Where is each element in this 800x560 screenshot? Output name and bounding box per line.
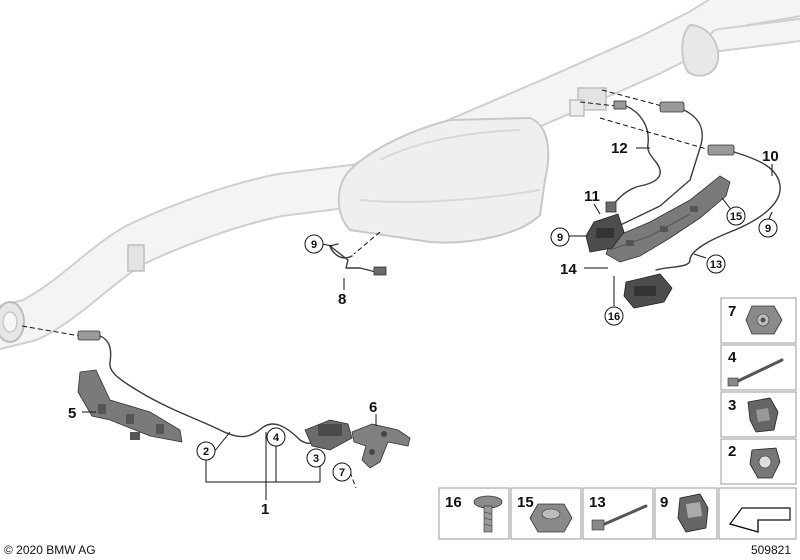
pipe-flange-left [0, 301, 25, 343]
nut-icon [745, 305, 783, 335]
callout-14: 14 [560, 261, 577, 278]
pipe-hanger [127, 87, 607, 272]
callout-2: 2 [203, 446, 209, 458]
callout-13: 13 [710, 259, 722, 271]
callout-4: 4 [273, 432, 280, 444]
callout-5: 5 [68, 405, 76, 422]
callout-7: 7 [339, 467, 345, 479]
side-panel-label-3: 3 [728, 397, 736, 414]
callout-15: 15 [730, 211, 742, 223]
callout-3: 3 [313, 453, 319, 465]
cable-tie-icon [727, 358, 784, 387]
catalytic-converter [337, 23, 720, 244]
sensor-harness-1 [21, 325, 353, 451]
flag-arrow-icon [728, 507, 791, 533]
sensor-harness-10 [599, 89, 781, 271]
callout-16: 16 [608, 311, 620, 323]
control-unit-16 [623, 273, 673, 309]
side-panel-label-2: 2 [728, 443, 736, 460]
collar-nut-icon [529, 503, 573, 533]
side-parts-panel: 7 4 3 2 [720, 297, 797, 485]
callouts: 5 1 6 8 12 10 11 14 2 4 3 7 9 9 15 9 13 … [68, 140, 779, 518]
copyright-text: © 2020 BMW AG [4, 543, 96, 557]
holder-icon [749, 447, 781, 479]
screw-icon [473, 495, 503, 533]
bottom-panel-label-16: 16 [445, 494, 462, 511]
callout-6: 6 [369, 399, 377, 416]
callout-9-left: 9 [557, 232, 563, 244]
clip-icon [747, 397, 779, 433]
side-panel-label-7: 7 [728, 303, 736, 320]
callout-10: 10 [762, 148, 779, 165]
sensor-harness-12 [579, 100, 661, 213]
wire-clip-icon [677, 493, 709, 533]
sensor-harness-8 [329, 231, 387, 276]
diagram-number: 509821 [751, 543, 791, 557]
bracket-6 [351, 423, 411, 469]
bottom-panel-label-15: 15 [517, 494, 534, 511]
bottom-panel-label-9: 9 [660, 494, 668, 511]
bottom-panel-label-13: 13 [589, 494, 606, 511]
bottom-parts-panel: 16 15 13 9 [438, 487, 797, 540]
callout-1: 1 [261, 501, 269, 518]
callout-9-right: 9 [765, 223, 771, 235]
strap-icon [591, 504, 648, 531]
bracket-14 [605, 175, 731, 263]
bracket-5 [77, 369, 183, 443]
callout-11: 11 [584, 188, 600, 205]
side-panel-label-4: 4 [728, 349, 737, 366]
callout-12: 12 [611, 140, 628, 157]
callout-8: 8 [338, 291, 346, 308]
callout-9-middle: 9 [311, 239, 317, 251]
